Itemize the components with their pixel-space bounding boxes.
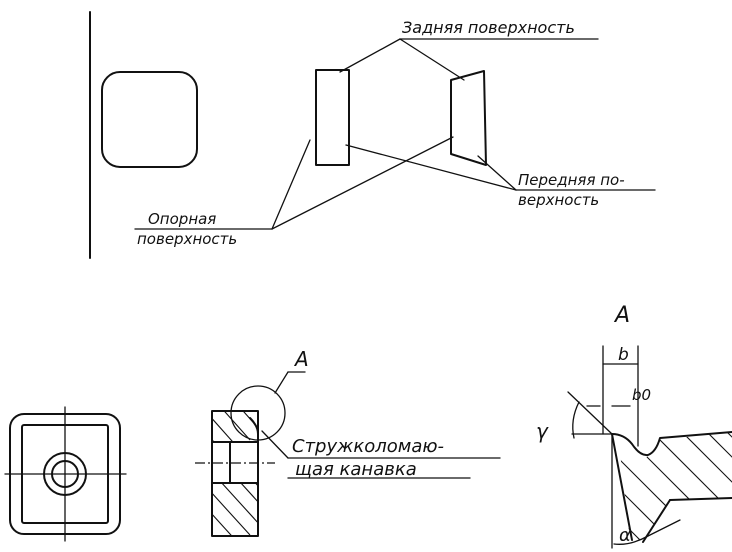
- detail-leader: [274, 371, 289, 394]
- angle-alpha: α: [619, 525, 631, 546]
- insert-plan-view: [101, 71, 198, 168]
- detail-title-a: A: [613, 303, 630, 328]
- insert-side-view-trapezoid: [450, 70, 487, 166]
- label-front-surface-1: Передняя по-: [518, 171, 625, 189]
- detail-marker-a: A: [293, 347, 309, 371]
- insert-section-view: [195, 410, 275, 537]
- leader-lines-top: [134, 38, 656, 230]
- chipbreaker-leader: [261, 430, 289, 459]
- detail-circle-a: [230, 385, 286, 441]
- label-back-surface: Задняя поверхность: [402, 18, 575, 37]
- label-chipbreaker-1: Стружколомаю-: [292, 436, 444, 457]
- label-chipbreaker-2: щая канавка: [295, 459, 417, 480]
- cutting-tip-detail: [567, 345, 732, 549]
- dim-b0: b0: [632, 386, 651, 404]
- angle-gamma: γ: [536, 419, 549, 443]
- insert-side-view-rect: [315, 69, 350, 166]
- dim-b: b: [618, 345, 629, 365]
- label-support-surface-2: поверхность: [137, 230, 237, 248]
- insert-with-hole-view: [4, 406, 127, 542]
- label-front-surface-2: верхность: [518, 191, 599, 209]
- label-support-surface-1: Опорная: [148, 210, 216, 228]
